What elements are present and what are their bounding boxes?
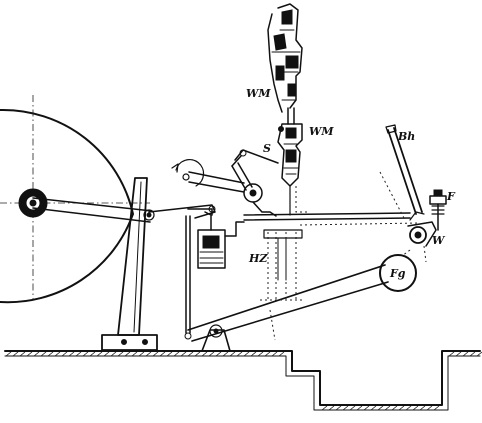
large-flywheel — [0, 95, 150, 304]
floor-hatch-line — [89, 351, 96, 357]
floor-hatch-line — [208, 351, 215, 357]
label-w: W — [432, 234, 446, 247]
floor-hatch-line — [363, 405, 370, 411]
label-wm-upper: WM — [246, 87, 271, 100]
floor-hatch-line — [243, 351, 250, 357]
column-link — [289, 185, 310, 216]
s-lever: S — [231, 142, 279, 191]
hz-element: HZ — [248, 229, 305, 301]
wm-column: WM WM — [246, 3, 334, 187]
floor-hatch-line — [335, 405, 342, 411]
floor-hatch-line — [33, 351, 40, 357]
floor-hatch-line — [391, 405, 398, 411]
floor-hatch-line — [68, 351, 75, 357]
floor-hatch-line — [433, 405, 440, 411]
floor-hatch-line — [229, 351, 236, 357]
floor-hatch-line — [103, 351, 110, 357]
floor-hatch-line — [455, 351, 462, 357]
floor-hatch-line — [469, 351, 476, 357]
floor-hatch-line — [222, 351, 229, 357]
bh-handle-lever: Bh — [379, 124, 423, 219]
floor-hatch-line — [250, 351, 257, 357]
floor-hatch-line — [19, 351, 26, 357]
floor-hatch-line — [180, 351, 187, 357]
label-f: F — [446, 190, 456, 203]
floor-hatch-line — [166, 351, 173, 357]
floor-hatch-line — [61, 351, 68, 357]
floor-hatch-line — [419, 405, 426, 411]
floor-hatch-line — [476, 351, 482, 357]
floor-ground — [4, 350, 482, 411]
floor-hatch-line — [349, 405, 356, 411]
floor-hatch-line — [110, 351, 117, 357]
floor-hatch-line — [96, 351, 103, 357]
floor-hatch-line — [356, 405, 363, 411]
f-spring-assembly: F — [429, 189, 456, 231]
floor-hatch-line — [194, 351, 201, 357]
floor-hatch-line — [173, 351, 180, 357]
floor-hatch-line — [271, 351, 278, 357]
floor-hatch-line — [187, 351, 194, 357]
fg-connectors — [269, 249, 411, 341]
floor-hatch-line — [75, 351, 82, 357]
floor-hatch-line — [54, 351, 61, 357]
counterweight-fg: Fg — [379, 254, 417, 292]
floor-hatch-line — [370, 405, 377, 411]
floor-hatch-line — [12, 351, 19, 357]
floor-hatch-line — [462, 351, 469, 357]
floor-hatch-line — [117, 351, 124, 357]
floor-hatch-line — [82, 351, 89, 357]
floor-hatch-line — [342, 405, 349, 411]
label-bh: Bh — [397, 130, 415, 143]
floor-hatch-line — [40, 351, 47, 357]
label-s: S — [263, 142, 271, 155]
horizontal-link-rod — [243, 212, 421, 226]
floor-hatch-line — [124, 351, 131, 357]
floor-hatch-line — [5, 351, 12, 357]
floor-hatch-line — [412, 405, 419, 411]
w-wheel: W — [407, 211, 446, 263]
vertical-rod — [184, 215, 192, 340]
main-push-rod — [32, 197, 216, 223]
pump-cylinder — [197, 211, 245, 269]
floor-hatch-line — [215, 351, 222, 357]
label-fg: Fg — [389, 267, 406, 280]
floor-hatch-line — [377, 405, 384, 411]
floor-hatch-line — [201, 351, 208, 357]
floor-hatch-line — [131, 351, 138, 357]
floor-hatch-line — [321, 405, 328, 411]
rocker-arm — [171, 158, 277, 217]
floor-hatch-line — [398, 405, 405, 411]
label-hz: HZ — [248, 252, 268, 265]
floor-hatch-line — [236, 351, 243, 357]
bell-crank — [187, 205, 216, 216]
floor-hatch-line — [159, 351, 166, 357]
floor-hatch-line — [405, 405, 412, 411]
floor-hatch-line — [264, 351, 271, 357]
floor-hatch-line — [145, 351, 152, 357]
floor-hatch-line — [278, 351, 285, 357]
floor-lever — [187, 264, 389, 352]
floor-hatch-line — [257, 351, 264, 357]
floor-hatch-line — [47, 351, 54, 357]
floor-hatch-line — [328, 405, 335, 411]
label-wm-lower: WM — [309, 125, 334, 138]
floor-hatch-line — [152, 351, 159, 357]
floor-hatch-line — [26, 351, 33, 357]
floor-hatch-line — [448, 351, 455, 357]
floor-hatch-line — [138, 351, 145, 357]
floor-hatch-line — [426, 405, 433, 411]
floor-hatch-line — [384, 405, 391, 411]
